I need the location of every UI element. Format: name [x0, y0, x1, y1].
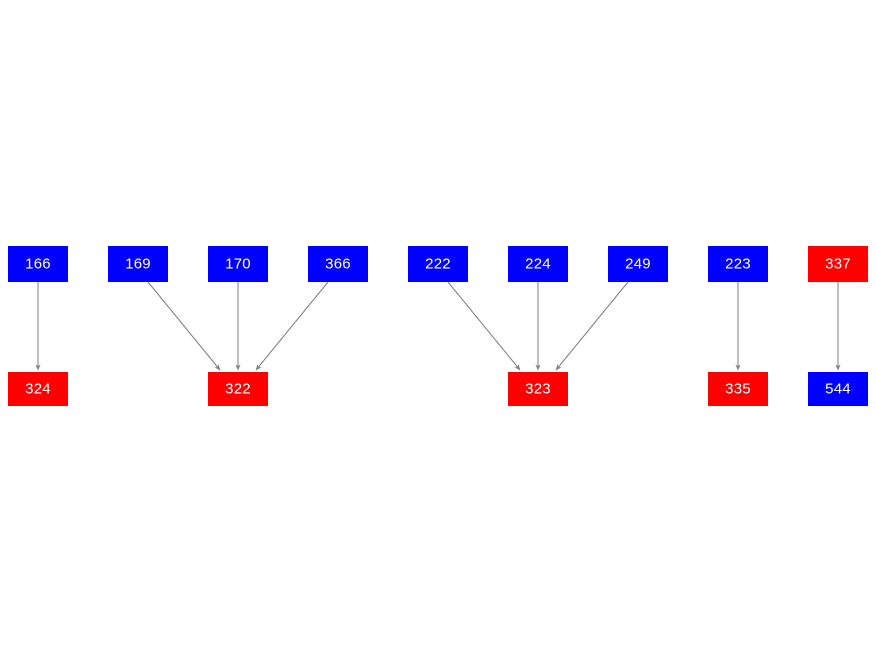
node-label: 222	[425, 255, 451, 272]
node-323[interactable]: 323	[508, 372, 568, 406]
node-label: 170	[225, 255, 251, 272]
node-544[interactable]: 544	[808, 372, 868, 406]
node-166[interactable]: 166	[8, 246, 68, 282]
node-322[interactable]: 322	[208, 372, 268, 406]
node-223[interactable]: 223	[708, 246, 768, 282]
edge-169-to-322	[147, 281, 221, 371]
node-label: 337	[825, 255, 851, 272]
node-label: 224	[525, 255, 551, 272]
node-337[interactable]: 337	[808, 246, 868, 282]
node-324[interactable]: 324	[8, 372, 68, 406]
node-224[interactable]: 224	[508, 246, 568, 282]
node-170[interactable]: 170	[208, 246, 268, 282]
node-label: 166	[25, 255, 51, 272]
node-169[interactable]: 169	[108, 246, 168, 282]
node-label: 249	[625, 255, 651, 272]
node-label: 322	[225, 380, 251, 397]
node-label: 366	[325, 255, 351, 272]
node-label: 323	[525, 380, 551, 397]
node-335[interactable]: 335	[708, 372, 768, 406]
node-label: 324	[25, 380, 51, 397]
node-label: 544	[825, 380, 851, 397]
node-249[interactable]: 249	[608, 246, 668, 282]
node-label: 169	[125, 255, 151, 272]
edge-249-to-323	[555, 281, 629, 371]
node-label: 223	[725, 255, 751, 272]
node-366[interactable]: 366	[308, 246, 368, 282]
edge-222-to-323	[447, 281, 521, 371]
node-label: 335	[725, 380, 751, 397]
edge-366-to-322	[255, 281, 329, 371]
node-222[interactable]: 222	[408, 246, 468, 282]
